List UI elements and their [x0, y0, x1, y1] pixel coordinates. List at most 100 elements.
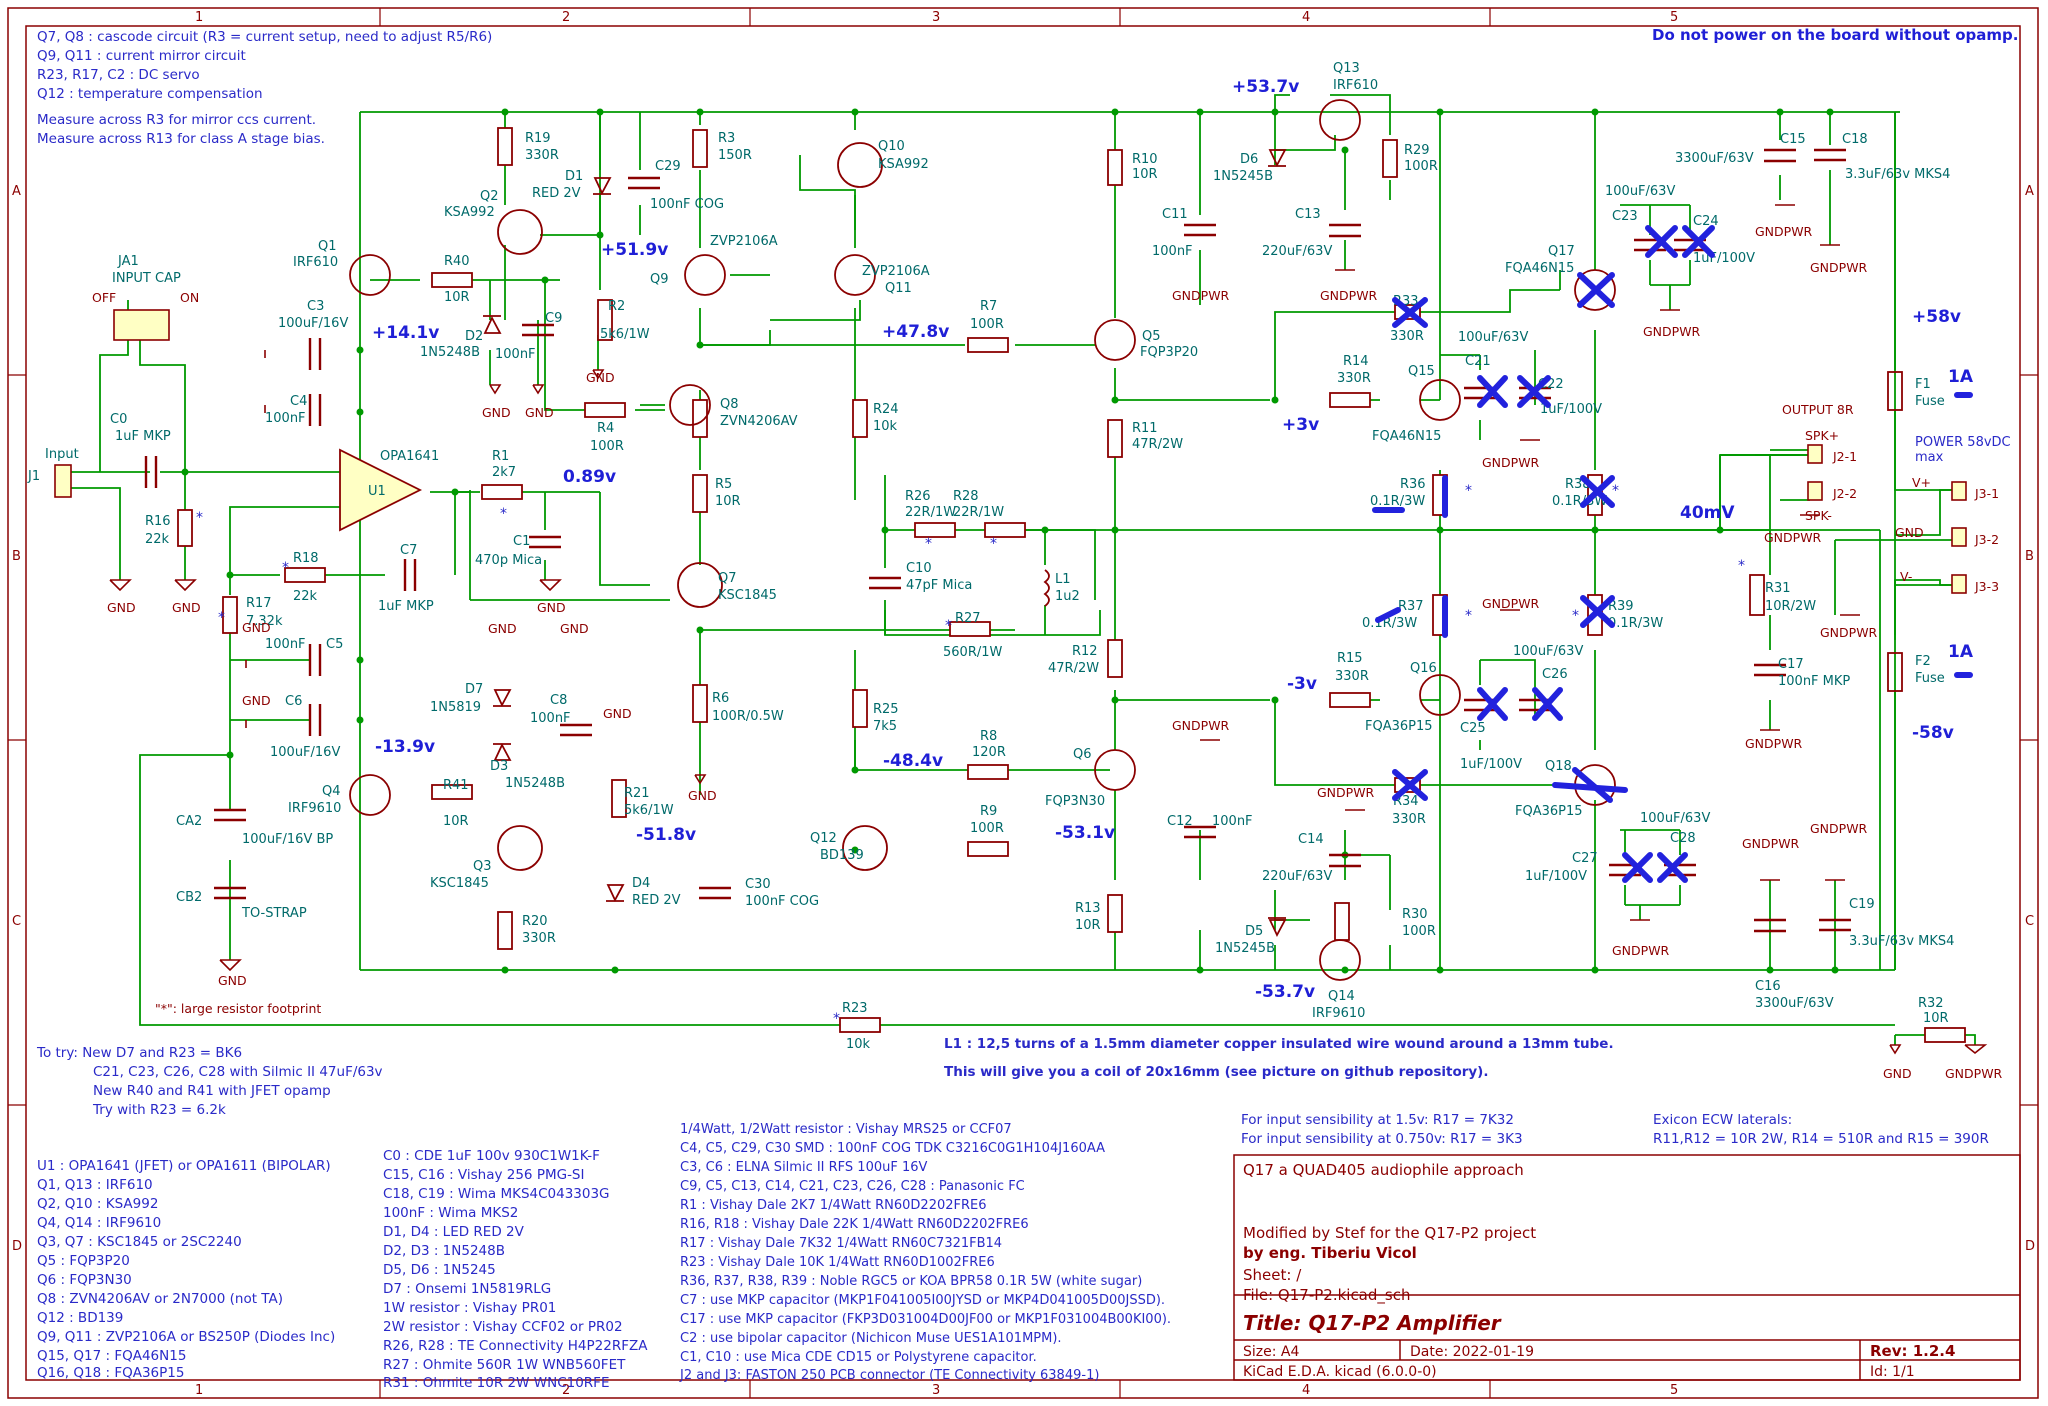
bom-column-2: C0 : CDE 1uF 100v 930C1W1K-F C15, C16 : … — [383, 1148, 648, 1391]
ref-r10: R10 — [1132, 152, 1158, 167]
val-r29: 100R — [1404, 159, 1438, 174]
val-d3: 1N5248B — [505, 776, 565, 791]
component-refs: R19 D1 C29 R3 Q10 Q2 R10 C11 Q1 R40 C9 D… — [27, 61, 1944, 1016]
ref-cb2: CB2 — [176, 890, 202, 905]
ref-r29: R29 — [1404, 143, 1430, 158]
voltage-labels: +53.7v +51.9v +14.1v +47.8v 0.89v +3v -3… — [372, 77, 1974, 1002]
voltage-3m: -3v — [1287, 674, 1317, 694]
j2-1-label: J2-1 — [1832, 449, 1857, 464]
l1-note-line: L1 : 12,5 turns of a 1.5mm diameter copp… — [944, 1036, 1614, 1052]
val-c8: 100nF — [530, 711, 571, 726]
ref-c19: C19 — [1849, 897, 1875, 912]
val-r16: 22k — [145, 532, 170, 547]
ground-symbols — [109, 350, 1988, 1055]
ref-r27: R27 — [955, 611, 981, 626]
star-marks: * * * * * * * * * * * * * — [196, 483, 1745, 1027]
ref-r6: R6 — [712, 691, 729, 706]
bom-line: R27 : Ohmite 560R 1W WNB560FET — [383, 1357, 626, 1373]
voltage-58m: -58v — [1912, 723, 1954, 743]
val-q18: FQA36P15 — [1515, 804, 1583, 819]
frame-ticks — [8, 8, 2038, 1398]
note-line: Measure across R3 for mirror ccs current… — [37, 112, 316, 128]
ref-r40: R40 — [444, 254, 470, 269]
large-footprint-note: "*": large resistor footprint — [155, 1001, 321, 1016]
component-values: 330R RED 2V 100nF COG 150R KSA992 KSA992… — [45, 78, 1954, 1052]
bom-line: R17 : Vishay Dale 7K32 1/4Watt RN60C7321… — [680, 1236, 1002, 1251]
bom-line: Q15, Q17 : FQA46N15 — [37, 1348, 186, 1364]
ref-q9: Q9 — [650, 272, 669, 287]
val-r7: 100R — [970, 317, 1004, 332]
note-line: Q7, Q8 : cascode circuit (R3 = current s… — [37, 29, 492, 45]
sheet-frame — [7, 7, 2039, 1399]
bom-line: D7 : Onsemi 1N5819RLG — [383, 1281, 551, 1297]
ref-f1: F1 — [1915, 377, 1931, 392]
ref-r2: R2 — [608, 299, 625, 314]
row-label: A — [12, 184, 21, 199]
val-r18: 22k — [293, 589, 318, 604]
title-block-text: Q17 a QUAD405 audiophile approach Modifi… — [1243, 1161, 1955, 1380]
to-try-line: To try: New D7 and R23 = BK6 — [36, 1045, 242, 1061]
power-labels: POWER 58vDC max — [1915, 435, 2011, 465]
sensibility-line: For input sensibility at 1.5v: R17 = 7K3… — [1241, 1112, 1514, 1128]
val-r10: 10R — [1132, 167, 1158, 182]
val-c16: 3300uF/63V — [1755, 996, 1834, 1011]
j3-3-label: J3-3 — [1974, 579, 1999, 594]
ref-r17: R17 — [246, 596, 272, 611]
ref-c4: C4 — [290, 394, 307, 409]
ref-r9: R9 — [980, 804, 997, 819]
j3-2-label: J3-2 — [1974, 532, 1999, 547]
ref-c29: C29 — [655, 159, 681, 174]
val-d6: 1N5245B — [1213, 169, 1273, 184]
title-block-frame — [1233, 1154, 2021, 1381]
title-comment-2: Modified by Stef for the Q17-P2 project — [1243, 1224, 1536, 1242]
bom-line: 2W resistor : Vishay CCF02 or PR02 — [383, 1319, 623, 1335]
ref-q16: Q16 — [1410, 661, 1437, 676]
title-comment-1: Q17 a QUAD405 audiophile approach — [1243, 1161, 1524, 1179]
val-c5: 100nF — [265, 637, 306, 652]
star-mark: * — [1465, 483, 1472, 499]
gndpwr-symbols — [1200, 204, 1860, 921]
bom-line: C18, C19 : Wima MKS4C043303G — [383, 1186, 610, 1202]
val-c0: 1uF MKP — [115, 429, 171, 444]
bom-column-1: U1 : OPA1641 (JFET) or OPA1611 (BIPOLAR)… — [37, 1158, 335, 1381]
star-mark: * — [218, 610, 225, 626]
frame-labels: 1 2 3 4 5 1 2 3 4 5 A B C D A B C D — [12, 10, 2035, 1398]
ref-r5: R5 — [715, 477, 732, 492]
ref-f2: F2 — [1915, 654, 1931, 669]
bom-line: 1/4Watt, 1/2Watt resistor : Vishay MRS25… — [680, 1122, 1012, 1137]
val-q16: FQA36P15 — [1365, 719, 1433, 734]
col-label: 1 — [195, 10, 203, 25]
ref-l1: L1 — [1055, 572, 1071, 587]
ref-r31: R31 — [1765, 581, 1791, 596]
val-r34: 330R — [1392, 812, 1426, 827]
row-label: C — [2025, 914, 2034, 929]
val-q17: FQA46N15 — [1505, 261, 1574, 276]
ref-d4: D4 — [632, 876, 650, 891]
ref-c0: C0 — [110, 412, 127, 427]
connectors — [54, 309, 1967, 594]
ref-r19: R19 — [525, 131, 551, 146]
ref-r15: R15 — [1337, 651, 1363, 666]
val-c19: 3.3uF/63v MKS4 — [1849, 934, 1954, 949]
bom-line: Q5 : FQP3P20 — [37, 1253, 130, 1269]
ref-r21: R21 — [624, 786, 650, 801]
ref-r39: R39 — [1608, 599, 1634, 614]
ref-d5: D5 — [1245, 924, 1263, 939]
star-mark: * — [925, 536, 932, 552]
to-try-line: C21, C23, C26, C28 with Silmic II 47uF/6… — [93, 1064, 383, 1080]
bom-line: U1 : OPA1641 (JFET) or OPA1611 (BIPOLAR) — [37, 1158, 331, 1174]
val-r20: 330R — [522, 931, 556, 946]
ref-c24: C24 — [1693, 214, 1719, 229]
val-r1: 2k7 — [492, 465, 516, 480]
gndpwr-label: GNDPWR — [1317, 785, 1375, 800]
gndpwr-label: GNDPWR — [1945, 1066, 2003, 1081]
exicon-note: Exicon ECW laterals: R11,R12 = 10R 2W, R… — [1653, 1112, 1989, 1147]
row-label: D — [12, 1239, 22, 1254]
val-d5: 1N5245B — [1215, 941, 1275, 956]
bom-line: J2 and J3: FASTON 250 PCB connector (TE … — [679, 1368, 1099, 1383]
gnd-label: GND — [172, 600, 201, 615]
ref-q14: Q14 — [1328, 989, 1355, 1004]
bom-line: R16, R18 : Vishay Dale 22K 1/4Watt RN60D… — [680, 1217, 1029, 1232]
val-r30: 100R — [1402, 924, 1436, 939]
gnd-label: GND — [482, 405, 511, 420]
